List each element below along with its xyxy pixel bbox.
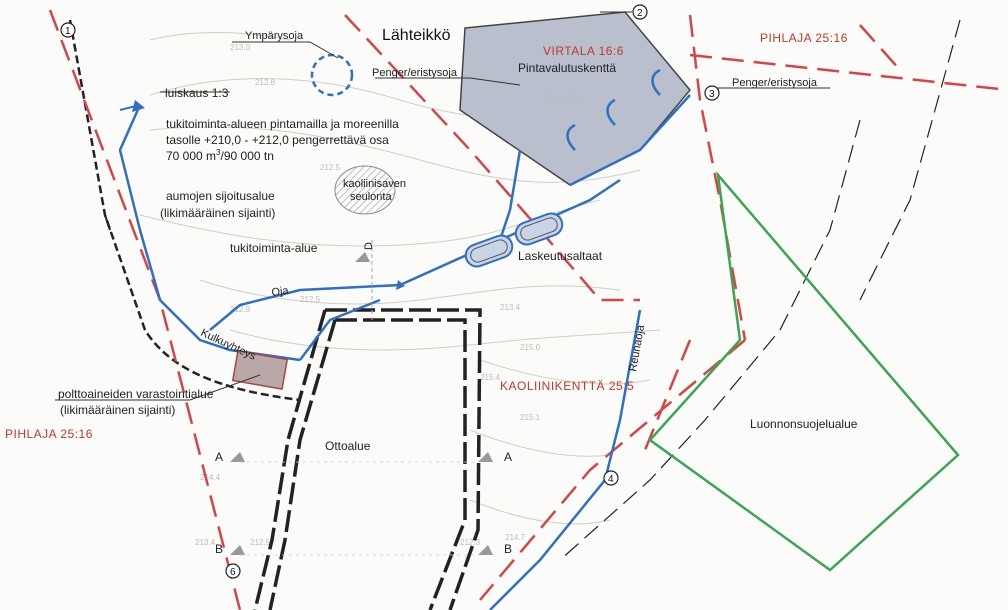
point-marker-label: 2	[637, 8, 643, 19]
svg-text:213.4: 213.4	[500, 303, 521, 312]
flow-arrow-icon	[396, 280, 405, 290]
label-runoff-field: Pintavalutuskenttä	[518, 61, 616, 75]
point-marker-label: 3	[709, 89, 715, 100]
svg-text:212.8: 212.8	[255, 78, 276, 87]
extraction-area-boundary	[268, 318, 467, 610]
label-support-area: tukitoiminta-alue	[230, 241, 318, 255]
label-support-line2: tasolle +210,0 - +212,0 pengerrettävä os…	[166, 133, 389, 147]
label-fuel-line1: polttoaineiden varastointialue	[58, 387, 214, 401]
label-fuel-line2: (likimääräinen sijainti)	[60, 403, 175, 417]
svg-text:215.4: 215.4	[480, 373, 501, 382]
label-kaolin-field: KAOLIINIKENTTÄ 25:5	[500, 379, 634, 393]
label-runoff-area: Ala n. 1ha	[546, 93, 583, 102]
svg-text:214.4: 214.4	[200, 473, 221, 482]
svg-text:213.0: 213.0	[230, 43, 251, 52]
extraction-area-outer	[253, 308, 482, 610]
label-section-b-right: B	[504, 542, 512, 556]
label-settling: Laskeutusaltaat	[518, 249, 603, 263]
section-mark-icon	[355, 252, 370, 262]
ditch-network	[118, 94, 691, 610]
label-support-line3: 70 000 m3/90 000 tn	[166, 148, 274, 163]
label-section-b-left: B	[215, 542, 223, 556]
svg-text:215.1: 215.1	[520, 413, 541, 422]
section-mark-icon	[478, 545, 493, 555]
label-access: Kulkuyhteys	[199, 327, 258, 363]
label-pihlaja-left: PIHLAJA 25:16	[5, 427, 93, 441]
settling-pool-inner	[470, 239, 508, 263]
svg-text:214.7: 214.7	[505, 533, 526, 542]
label-virtala: VIRTALA 16:6	[543, 44, 624, 58]
settling-pool	[464, 234, 514, 268]
svg-text:212.5: 212.5	[250, 538, 271, 547]
point-marker-4	[603, 470, 619, 486]
support-area-boundary	[68, 19, 301, 402]
map-labels: Lähteikkö VIRTALA 16:6 PIHLAJA 25:16 PIH…	[5, 27, 858, 556]
point-marker-label: 1	[65, 26, 71, 37]
svg-text:212.3: 212.3	[460, 538, 481, 547]
section-mark-icon	[230, 545, 245, 555]
label-section-a-right: A	[504, 450, 512, 464]
label-extraction: Ottoalue	[325, 439, 371, 453]
elevation-labels: 213.0 212.8 212.5 212.9 212.5 213.4 215.…	[195, 43, 541, 547]
label-ditch: Ympärysoja	[245, 30, 304, 42]
label-section-a-left: A	[215, 450, 223, 464]
label-pihlaja-top: PIHLAJA 25:16	[760, 31, 848, 45]
label-stump-line1: aumojen sijoitusalue	[166, 189, 275, 203]
section-mark-icon	[230, 452, 245, 462]
label-oja: Oja	[271, 285, 290, 299]
settling-pool	[514, 212, 564, 246]
label-kaolin-line2: seulonta	[350, 191, 392, 203]
label-section-d: D	[363, 242, 375, 250]
boundary-segment	[104, 214, 111, 231]
spring-circle	[310, 53, 354, 97]
point-marker-6	[225, 563, 241, 579]
settling-pool-inner	[520, 217, 558, 241]
svg-text:212.5: 212.5	[320, 163, 341, 172]
point-marker-3	[704, 85, 720, 101]
point-marker-1	[60, 22, 76, 38]
point-marker-label: 4	[608, 474, 614, 485]
label-support-line1: tukitoiminta-alueen pintamailla ja moree…	[166, 117, 399, 131]
label-embankment-left: Penger/eristysoja	[372, 67, 458, 79]
label-stump-line2: (likimääräinen sijainti)	[160, 206, 275, 220]
point-markers: 1 2 3 4 6	[60, 4, 720, 579]
label-slope: luiskaus 1:3	[165, 86, 229, 100]
runoff-arrows	[566, 68, 661, 151]
kaolin-screening-area	[334, 165, 396, 215]
outer-boundary	[859, 19, 961, 301]
svg-text:212.5: 212.5	[300, 295, 321, 304]
nature-reserve-area	[648, 170, 960, 572]
label-kaolin-line1: kaoliinisaven	[343, 178, 406, 190]
svg-text:213.4: 213.4	[195, 538, 216, 547]
point-marker-2	[632, 4, 648, 20]
label-edge-ditch: Reunaoja	[627, 323, 647, 372]
point-marker-label: 6	[230, 567, 236, 578]
drainage-boundary	[559, 119, 861, 561]
svg-text:212.9: 212.9	[230, 305, 251, 314]
section-mark-icon	[478, 452, 493, 462]
svg-text:215.0: 215.0	[520, 343, 541, 352]
settling-pools	[464, 212, 564, 268]
label-nature: Luonnonsuojelualue	[750, 417, 858, 431]
leader-lines	[55, 11, 830, 401]
section-marks	[230, 240, 493, 556]
label-embankment-right: Penger/eristysoja	[732, 77, 818, 89]
label-source: Lähteikkö	[382, 27, 451, 44]
flow-arrow-icon	[132, 100, 145, 112]
